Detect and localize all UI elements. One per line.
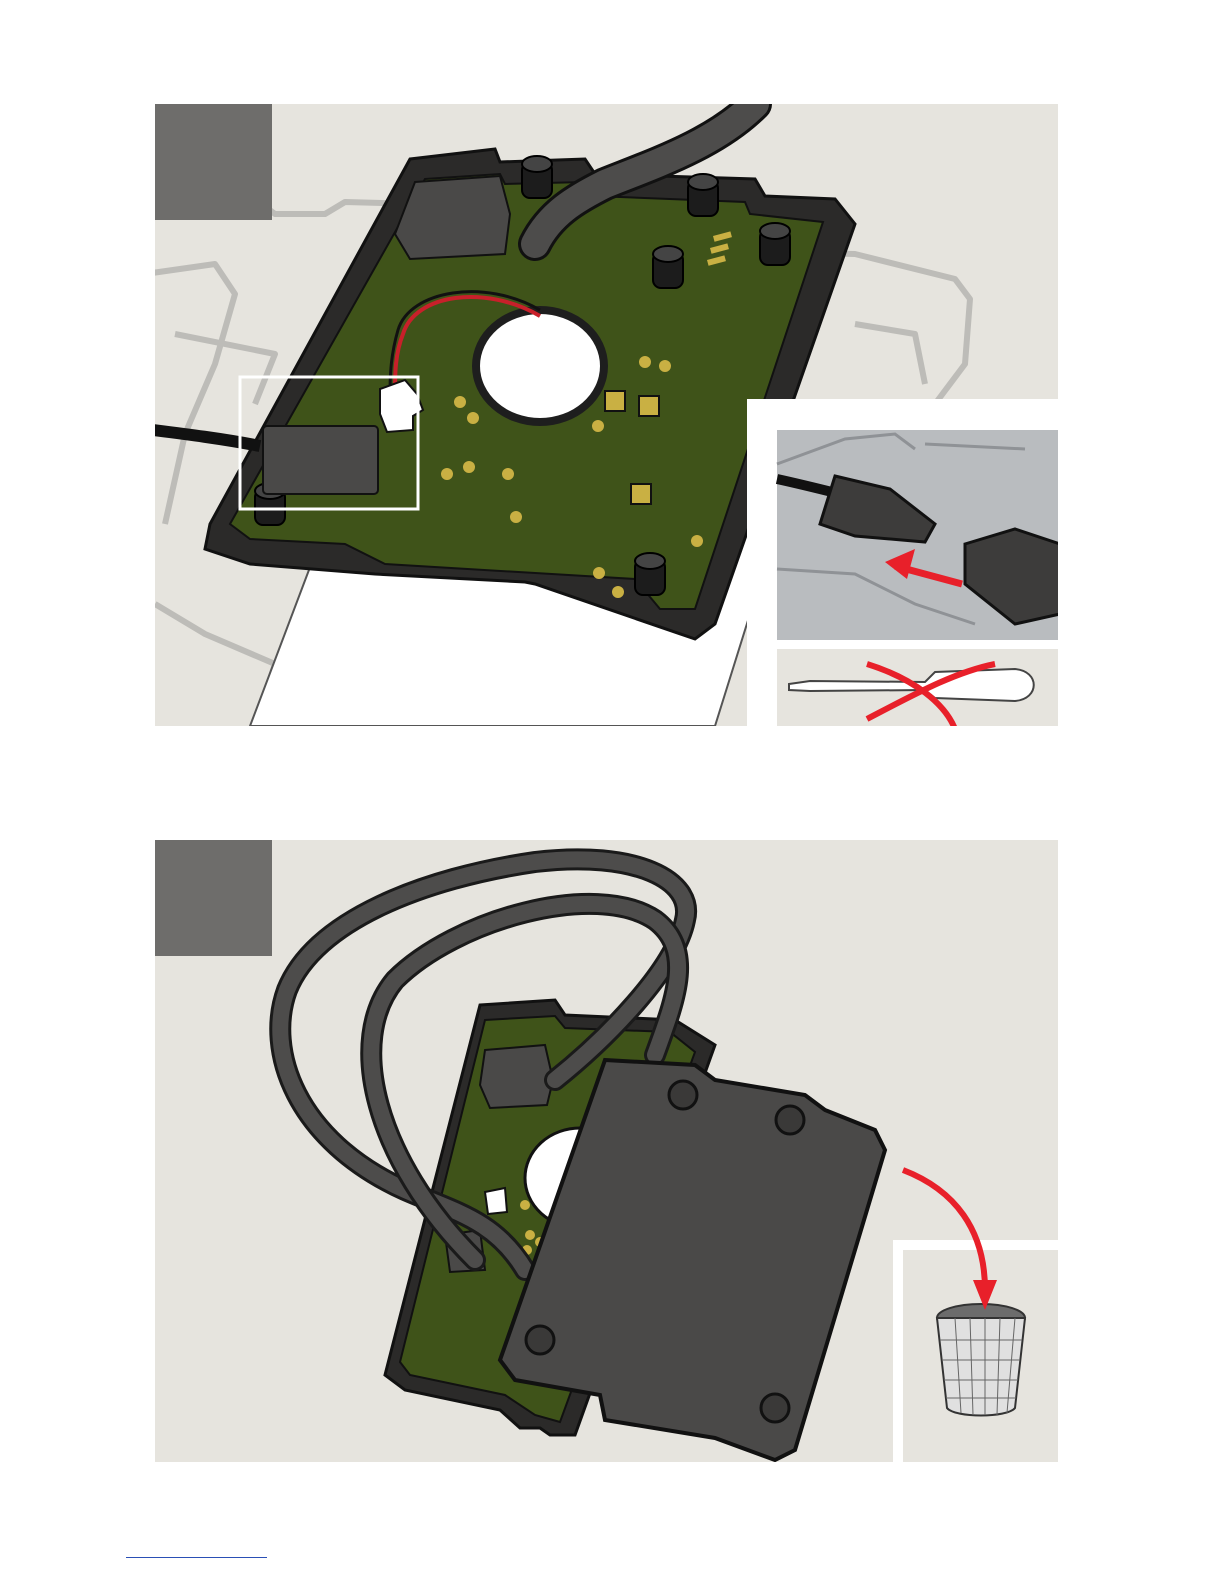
footer-rule bbox=[126, 1557, 267, 1558]
trash-bin-icon bbox=[937, 1304, 1025, 1416]
step-2-panel bbox=[155, 840, 1058, 1462]
pcb-header bbox=[485, 1188, 507, 1214]
inset-connector-detail bbox=[777, 430, 1058, 640]
inset-no-screwdriver bbox=[777, 649, 1058, 726]
step-2-badge bbox=[155, 840, 272, 956]
top-connector bbox=[395, 176, 510, 259]
step-2-illustration bbox=[155, 840, 1058, 1462]
step-1-panel bbox=[155, 104, 1058, 726]
left-connector bbox=[263, 426, 378, 494]
step-1-badge bbox=[155, 104, 272, 220]
pcb-hole bbox=[480, 314, 600, 418]
step-1-illustration bbox=[155, 104, 1058, 726]
top-connector bbox=[480, 1045, 553, 1108]
